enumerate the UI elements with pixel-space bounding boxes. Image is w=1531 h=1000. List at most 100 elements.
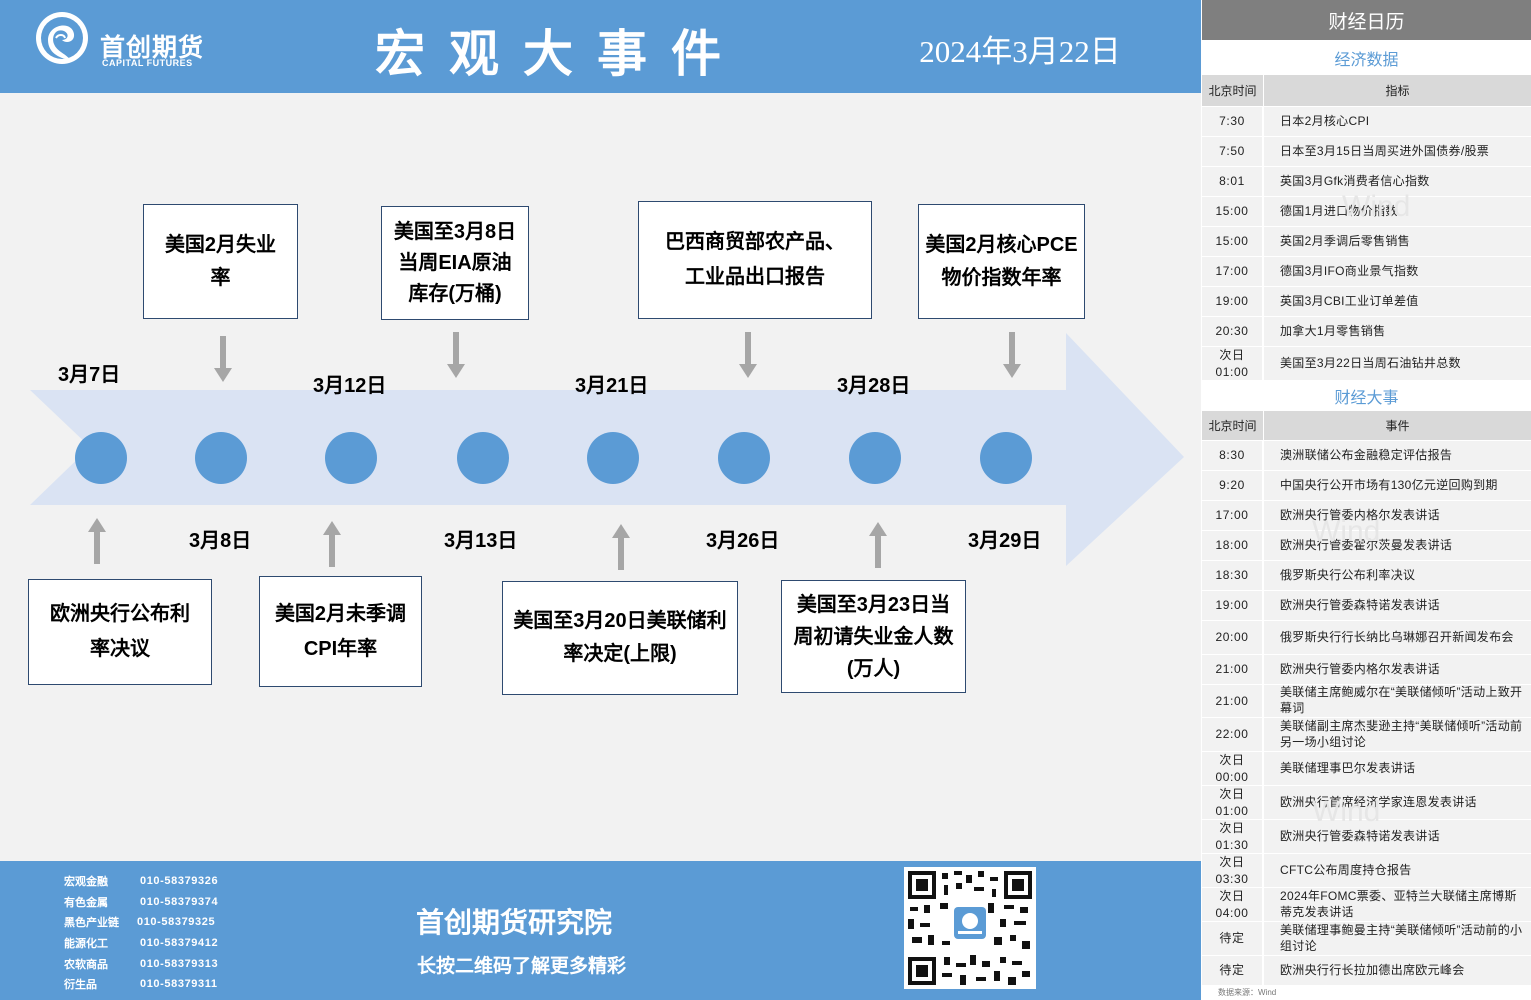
arrow-up-icon [869, 522, 887, 568]
qr-code-icon[interactable] [904, 867, 1036, 989]
institute-name: 首创期货研究院 [416, 907, 613, 938]
row-time: 待定 [1202, 956, 1264, 985]
row-time: 次日 03:30 [1202, 854, 1264, 887]
row-item: 2024年FOMC票委、亚特兰大联储主席博斯蒂克发表讲话 [1264, 888, 1531, 921]
contact-dept: 农软商品 [64, 958, 108, 971]
row-time: 20:30 [1202, 317, 1264, 346]
arrow-up-icon [612, 524, 630, 570]
arrow-down-icon [447, 332, 465, 378]
row-item: 美国至3月22日当周石油钻井总数 [1264, 347, 1531, 380]
row-item: 德国3月IFO商业景气指数 [1264, 257, 1531, 286]
row-time: 18:30 [1202, 561, 1264, 590]
economic-data-title: 经济数据 [1334, 51, 1399, 69]
row-item: 欧洲央行首席经济学家连恩发表讲话 [1264, 786, 1531, 819]
company-logo: 首创期货 CAPITAL FUTURES [34, 8, 214, 74]
timeline-date: 3月7日 [58, 364, 121, 386]
row-item: 欧洲央行管委内格尔发表讲话 [1264, 501, 1531, 530]
timeline-date: 3月13日 [444, 530, 518, 552]
header-banner: 首创期货 CAPITAL FUTURES 宏观大事件 2024年3月22日 [0, 0, 1201, 93]
row-time: 次日 01:30 [1202, 820, 1264, 853]
row-time: 15:00 [1202, 227, 1264, 256]
row-time: 次日 00:00 [1202, 752, 1264, 785]
timeline-dot [849, 432, 901, 484]
row-item: 欧洲央行行长拉加德出席欧元峰会 [1264, 956, 1531, 985]
timeline-date: 3月28日 [837, 375, 911, 397]
contact-dept: 能源化工 [64, 938, 108, 951]
row-item: 美联储理事鲍曼主持“美联储倾听”活动前的小组讨论 [1264, 922, 1531, 955]
timeline-date: 3月21日 [575, 375, 649, 397]
contact-row: 黑色产业链 010-58379325 [64, 912, 218, 933]
timeline-dot [587, 432, 639, 484]
event-text: 美国至3月20日美联储利 率决定(上限) [513, 610, 727, 665]
event-box-bottom: 欧洲央行公布利 率决议 [28, 579, 212, 685]
header-time: 北京时间 [1202, 75, 1264, 106]
row-time: 17:00 [1202, 501, 1264, 530]
row-time: 7:30 [1202, 107, 1264, 136]
row-time: 18:00 [1202, 531, 1264, 560]
row-item: 美联储理事巴尔发表讲话 [1264, 752, 1531, 785]
event-text: 美国2月未季调 CPI年率 [274, 602, 407, 660]
event-box-top: 美国2月失业 率 [143, 204, 298, 319]
row-time: 8:30 [1202, 441, 1264, 470]
row-item: 加拿大1月零售销售 [1264, 317, 1531, 346]
contact-phone: 010-58379325 [137, 916, 216, 929]
row-time: 7:50 [1202, 137, 1264, 166]
event-box-top: 美国至3月8日 当周EIA原油 库存(万桶) [381, 206, 529, 320]
row-item: 欧洲央行管委内格尔发表讲话 [1264, 655, 1531, 684]
row-item: 美联储副主席杰斐逊主持“美联储倾听”活动前另一场小组讨论 [1264, 718, 1531, 751]
contact-phone: 010-58379374 [140, 895, 219, 908]
report-date: 2024年3月22日 [919, 34, 1121, 69]
row-item: 日本2月核心CPI [1264, 107, 1531, 136]
row-item: 德国1月进口物价指数 [1264, 197, 1531, 226]
event-box-bottom: 美国至3月20日美联储利 率决定(上限) [502, 581, 738, 695]
table-row: 待定欧洲央行行长拉加德出席欧元峰会 [1202, 956, 1531, 985]
main-area: 首创期货 CAPITAL FUTURES 宏观大事件 2024年3月22日 3月… [0, 0, 1201, 1000]
row-time: 21:00 [1202, 685, 1264, 717]
contact-dept: 宏观金融 [64, 876, 108, 889]
row-item: 英国2月季调后零售销售 [1264, 227, 1531, 256]
row-time: 次日 01:00 [1202, 786, 1264, 819]
event-text: 欧洲央行公布利 率决议 [50, 603, 190, 660]
row-item: 中国央行公开市场有130亿元逆回购到期 [1264, 471, 1531, 500]
arrow-down-icon [1003, 332, 1021, 378]
calendar-title: 财经日历 [1202, 0, 1531, 40]
timeline-date: 3月29日 [968, 530, 1042, 552]
timeline-arrow [30, 333, 1184, 566]
row-time: 17:00 [1202, 257, 1264, 286]
event-text: 巴西商贸部农产品、 工业品出口报告 [665, 231, 845, 288]
row-time: 8:01 [1202, 167, 1264, 196]
arrow-down-icon [739, 332, 757, 378]
capital-futures-logo-icon [36, 12, 88, 64]
row-time: 19:00 [1202, 287, 1264, 316]
arrow-down-icon [214, 336, 232, 382]
row-item: 欧洲央行管委霍尔茨曼发表讲话 [1264, 531, 1531, 560]
arrow-up-icon [323, 521, 341, 567]
row-time: 20:00 [1202, 621, 1264, 654]
event-box-top: 巴西商贸部农产品、 工业品出口报告 [638, 201, 872, 319]
header-indicator: 指标 [1264, 75, 1531, 106]
logo-english-name: CAPITAL FUTURES [102, 58, 193, 68]
events-table-header: 北京时间 事件 [1202, 410, 1531, 440]
contact-row: 农软商品 010-58379313 [64, 953, 218, 974]
contact-phone: 010-58379313 [140, 957, 219, 970]
row-time: 9:20 [1202, 471, 1264, 500]
row-time: 15:00 [1202, 197, 1264, 226]
timeline-dot [195, 432, 247, 484]
event-box-bottom: 美国2月未季调 CPI年率 [259, 576, 422, 687]
timeline-dot [325, 432, 377, 484]
contact-dept: 黑色产业链 [64, 917, 119, 930]
contact-phone: 010-58379412 [140, 937, 219, 950]
row-time: 19:00 [1202, 591, 1264, 620]
